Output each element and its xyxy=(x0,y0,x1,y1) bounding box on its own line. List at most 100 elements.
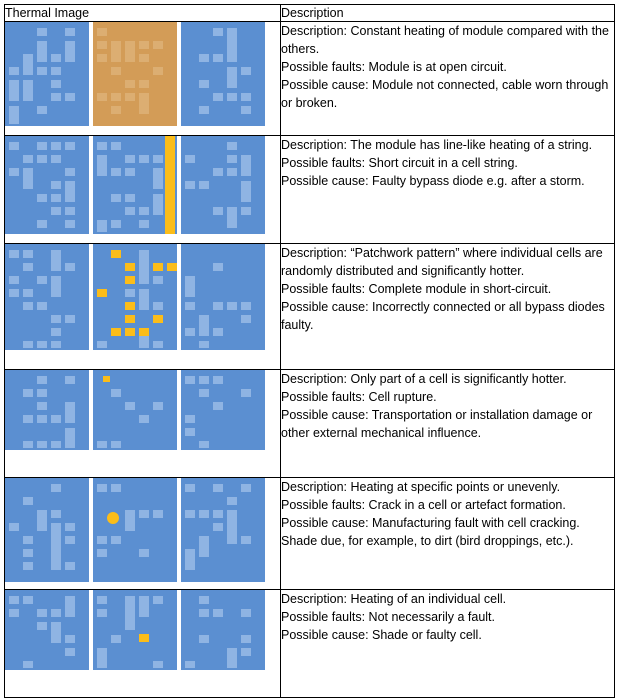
thermal-fault-table: Thermal Image Description Description: C… xyxy=(4,4,615,698)
cell-highlight xyxy=(199,635,209,643)
cell-highlight xyxy=(37,389,47,397)
cell-highlight xyxy=(241,536,251,544)
header-thermal-image: Thermal Image xyxy=(4,4,281,22)
cell-highlight xyxy=(51,315,61,323)
possible-faults-line: Possible faults: Cell rupture. xyxy=(281,390,437,404)
cell-highlight xyxy=(199,596,209,604)
cell-highlight xyxy=(37,142,47,150)
cell-highlight xyxy=(213,328,223,336)
thermal-image-cell xyxy=(4,477,281,590)
cell-highlight xyxy=(65,263,75,271)
cell-highlight xyxy=(153,67,163,75)
cell-highlight xyxy=(227,497,237,505)
cell-highlight xyxy=(51,536,61,557)
cell-highlight xyxy=(185,428,195,436)
cell-highlight xyxy=(9,289,19,297)
cell-highlight xyxy=(139,263,149,284)
cell-highlight xyxy=(97,609,107,617)
cell-highlight xyxy=(23,168,33,189)
panel-background xyxy=(93,22,177,126)
cell-highlight xyxy=(125,93,135,101)
thermal-image-cell xyxy=(4,21,281,136)
cell-highlight xyxy=(51,328,61,336)
cell-highlight xyxy=(37,402,47,410)
possible-cause-line: Possible cause: Incorrectly connected or… xyxy=(281,300,605,332)
cell-highlight xyxy=(111,106,121,114)
cell-highlight xyxy=(139,54,149,62)
cell-highlight xyxy=(37,523,47,531)
cell-highlight xyxy=(9,142,19,150)
cell-highlight xyxy=(37,106,47,114)
hot-cell xyxy=(125,302,135,310)
possible-faults-line: Possible faults: Crack in a cell or arte… xyxy=(281,498,566,512)
cell-highlight xyxy=(241,106,251,114)
cell-highlight xyxy=(227,142,237,150)
cell-highlight xyxy=(153,661,163,668)
cell-highlight xyxy=(153,41,163,49)
cell-highlight xyxy=(23,536,33,544)
cell-highlight xyxy=(125,155,135,163)
thermal-panel-image xyxy=(93,244,177,350)
panel-background xyxy=(5,136,89,234)
cell-highlight xyxy=(139,289,149,310)
cell-highlight xyxy=(51,635,61,643)
cell-highlight xyxy=(97,648,107,668)
cell-highlight xyxy=(37,622,47,630)
cell-highlight xyxy=(153,596,163,604)
thermal-panel-image xyxy=(5,244,89,350)
cell-highlight xyxy=(23,302,33,310)
hot-cell xyxy=(125,315,135,323)
cell-highlight xyxy=(65,596,75,617)
cell-highlight xyxy=(185,302,195,310)
cell-highlight xyxy=(241,302,251,310)
cell-highlight xyxy=(153,181,163,189)
description-cell: Description: Heating of an individual ce… xyxy=(280,589,615,698)
cell-highlight xyxy=(37,415,47,423)
cell-highlight xyxy=(23,80,33,101)
cell-highlight xyxy=(97,661,107,668)
cell-highlight xyxy=(241,315,251,323)
partial-hot-cell xyxy=(103,376,110,382)
cell-highlight xyxy=(65,93,75,101)
cell-highlight xyxy=(9,523,19,531)
cell-highlight xyxy=(199,80,209,88)
cell-highlight xyxy=(185,155,195,163)
cell-highlight xyxy=(51,276,61,297)
cell-highlight xyxy=(227,536,237,544)
cell-highlight xyxy=(65,562,75,570)
cell-highlight xyxy=(51,250,61,271)
cell-highlight xyxy=(97,142,107,150)
cell-highlight xyxy=(125,207,135,215)
cell-highlight xyxy=(51,441,61,448)
cell-highlight xyxy=(23,289,33,297)
cell-highlight xyxy=(213,402,223,410)
cell-highlight xyxy=(241,155,251,176)
cell-highlight xyxy=(23,497,33,505)
cell-highlight xyxy=(199,536,209,557)
cell-highlight xyxy=(9,250,19,258)
cell-highlight xyxy=(185,376,195,384)
cell-highlight xyxy=(185,661,195,668)
cell-highlight xyxy=(227,510,237,531)
cell-highlight xyxy=(185,181,195,189)
cell-highlight xyxy=(139,93,149,114)
cell-highlight xyxy=(227,207,237,228)
thermal-image-cell xyxy=(4,589,281,698)
possible-faults-line: Possible faults: Short circuit in a cell… xyxy=(281,156,518,170)
cell-highlight xyxy=(65,523,75,531)
table-row: Description: Only part of a cell is sign… xyxy=(4,369,615,478)
hot-single-cell xyxy=(139,634,149,642)
cell-highlight xyxy=(227,302,237,310)
cell-highlight xyxy=(37,441,47,448)
cell-highlight xyxy=(185,484,195,492)
cell-highlight xyxy=(37,220,47,228)
cell-highlight xyxy=(153,168,163,189)
cell-highlight xyxy=(241,181,251,202)
cell-highlight xyxy=(199,328,209,336)
thermal-panel-image xyxy=(5,136,89,234)
thermal-panel-image xyxy=(181,590,265,670)
cell-highlight xyxy=(51,93,61,101)
cell-highlight xyxy=(51,181,61,189)
cell-highlight xyxy=(65,194,75,202)
cell-highlight xyxy=(51,67,61,75)
